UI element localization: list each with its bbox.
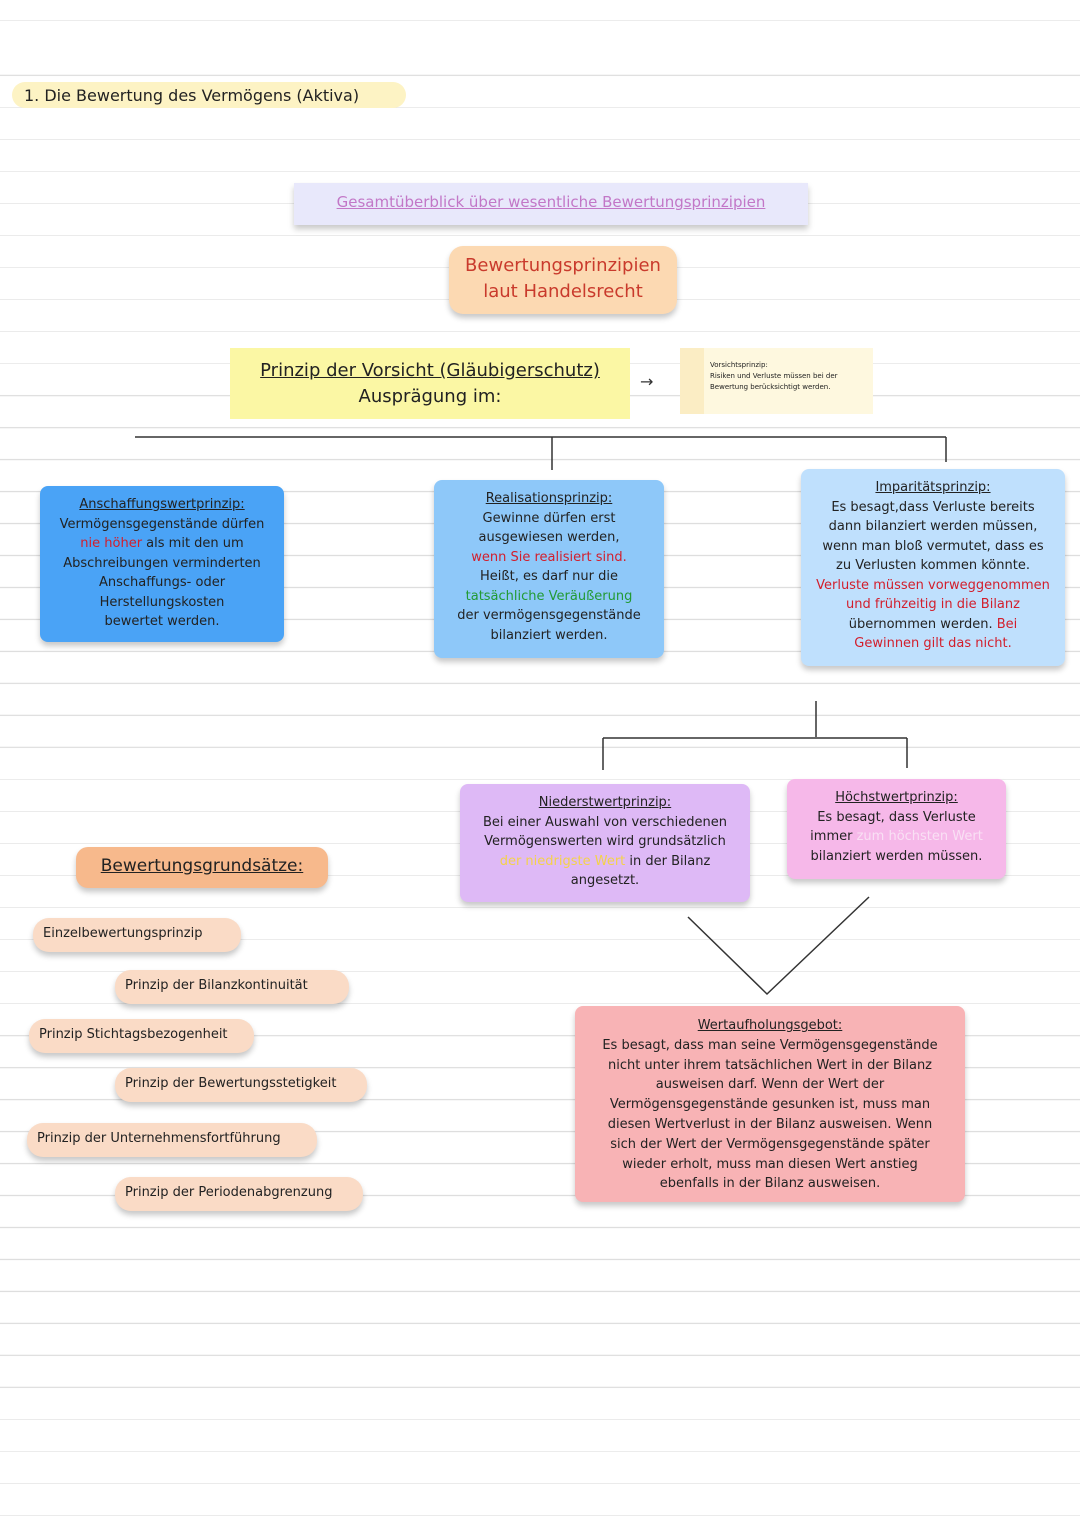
grundsatz-item: Einzelbewertungsprinzip <box>33 918 241 952</box>
imparitaet-line: wenn man bloß vermutet, dass es <box>822 538 1044 554</box>
anschaffung-line: nie höher als mit den um <box>40 534 284 554</box>
imparitaet-node: Imparitätsprinzip: Es besagt,dass Verlus… <box>801 469 1065 666</box>
realisation-line: ausgewiesen werden, <box>478 530 620 545</box>
imparitaet-highlight: Gewinnen gilt das nicht. <box>854 636 1012 651</box>
anschaffung-highlight: nie höher <box>80 536 143 551</box>
realisation-highlight: wenn Sie realisiert sind. <box>471 549 627 565</box>
hoechst-node: Höchstwertprinzip: Es besagt, dass Verlu… <box>787 779 1006 879</box>
merge-to-wertaufholung <box>687 896 870 996</box>
realisation-line: Heißt, es darf nur die <box>480 569 618 584</box>
niederst-line: angesetzt. <box>570 873 640 888</box>
niederst-line: Vermögenswerten wird grundsätzlich <box>484 834 726 849</box>
grundsatz-item: Prinzip der Bilanzkontinuität <box>115 970 349 1004</box>
anschaffung-text: als mit den um <box>142 536 244 551</box>
realisation-line: der vermögensgegenstände <box>457 608 641 623</box>
imparitaet-line: zu Verlusten kommen könnte. <box>836 558 1030 573</box>
note-title: Vorsichtsprinzip: <box>710 361 768 369</box>
hoechst-text: immer <box>810 829 857 844</box>
realisation-title: Realisationsprinzip: <box>485 491 613 506</box>
wertaufholung-line: wieder erholt, muss man diesen Wert anst… <box>622 1156 918 1172</box>
section-heading: 1. Die Bewertung des Vermögens (Aktiva) <box>12 82 406 108</box>
anschaffung-title: Anschaffungswertprinzip: <box>79 497 245 512</box>
realisation-highlight-green: tatsächliche Veräußerung <box>465 588 633 604</box>
grundsaetze-title: Bewertungsgrundsätze: <box>76 847 328 888</box>
vorsicht-line-1: Prinzip der Vorsicht (Gläubigerschutz) <box>260 360 600 381</box>
niederst-highlight: der niedrigste Wert <box>499 853 626 869</box>
wertaufholung-line: diesen Wertverlust in der Bilanz ausweis… <box>607 1116 933 1132</box>
imparitaet-line: dann bilanziert werden müssen, <box>828 519 1038 534</box>
wertaufholung-line: ebenfalls in der Bilanz ausweisen. <box>659 1176 881 1192</box>
anschaffung-line: Herstellungskosten <box>99 594 225 610</box>
grundsatz-item: Prinzip der Unternehmensfortführung <box>27 1123 317 1157</box>
arrow-icon: → <box>640 372 654 391</box>
wertaufholung-title: Wertaufholungsgebot: <box>697 1018 843 1033</box>
wertaufholung-line: sich der Wert der Vermögensgegenstände s… <box>610 1136 930 1152</box>
hoechst-highlight: zum höchsten Wert <box>856 829 983 844</box>
anschaffung-line: bewertet werden. <box>104 614 220 629</box>
wertaufholung-line: ausweisen darf. Wenn der Wert der <box>655 1077 885 1093</box>
imparitaet-line: übernommen werden. Bei <box>801 615 1065 635</box>
imparitaet-highlight: und frühzeitig in die Bilanz <box>846 597 1020 612</box>
root-line-1: Bewertungsprinzipien <box>465 255 661 276</box>
realisation-node: Realisationsprinzip: Gewinne dürfen erst… <box>434 480 664 658</box>
imparitaet-text: übernommen werden. <box>848 616 997 632</box>
wertaufholung-line: Es besagt, dass man seine Vermögensgegen… <box>602 1037 938 1053</box>
anschaffung-node: Anschaffungswertprinzip: Vermögensgegens… <box>40 486 284 642</box>
vorsicht-line-2: Ausprägung im: <box>358 386 502 407</box>
note-line-1: Risiken und Verluste müssen bei der <box>710 372 838 380</box>
vorsicht-note: Vorsichtsprinzip: Risiken und Verluste m… <box>680 348 873 414</box>
hoechst-line: immer zum höchsten Wert <box>787 827 1006 847</box>
root-line-2: laut Handelsrecht <box>483 281 643 302</box>
realisation-line: Gewinne dürfen erst <box>482 510 616 526</box>
imparitaet-title: Imparitätsprinzip: <box>875 480 991 495</box>
wertaufholung-line: Vermögensgegenstände gesunken ist, muss … <box>609 1097 931 1113</box>
anschaffung-line: Abschreibungen verminderten <box>63 555 261 571</box>
note-line-2: Bewertung berücksichtigt werden. <box>710 383 831 391</box>
hoechst-line: Es besagt, dass Verluste <box>817 809 976 825</box>
anschaffung-line: Anschaffungs- oder <box>98 575 226 590</box>
wertaufholung-node: Wertaufholungsgebot: Es besagt, dass man… <box>575 1006 965 1202</box>
niederst-line: der niedrigste Wert in der Bilanz <box>460 852 750 872</box>
imparitaet-highlight: Bei <box>996 616 1018 632</box>
imparitaet-highlight: Verluste müssen vorweggenommen <box>816 577 1050 593</box>
vorsicht-node: Prinzip der Vorsicht (Gläubigerschutz) A… <box>230 348 630 419</box>
overview-title: Gesamtüberblick über wesentliche Bewertu… <box>294 183 808 225</box>
niederst-title: Niederstwertprinzip: <box>538 795 672 810</box>
realisation-line: bilanziert werden. <box>490 627 608 643</box>
niederst-line: Bei einer Auswahl von verschiedenen <box>482 814 728 830</box>
hoechst-line: bilanziert werden müssen. <box>810 848 983 864</box>
grundsatz-item: Prinzip der Bewertungsstetigkeit <box>115 1068 367 1102</box>
imparitaet-line: Es besagt,dass Verluste bereits <box>831 499 1035 515</box>
note-strip <box>680 348 704 414</box>
wertaufholung-line: nicht unter ihrem tatsächlichen Wert in … <box>607 1057 933 1073</box>
grundsatz-item: Prinzip Stichtagsbezogenheit <box>29 1019 254 1053</box>
niederst-text: in der Bilanz <box>625 853 711 869</box>
anschaffung-line: Vermögensgegenstände dürfen <box>59 516 265 532</box>
niederst-node: Niederstwertprinzip: Bei einer Auswahl v… <box>460 784 750 902</box>
root-node: Bewertungsprinzipien laut Handelsrecht <box>449 246 677 314</box>
grundsatz-item: Prinzip der Periodenabgrenzung <box>115 1177 363 1211</box>
hoechst-title: Höchstwertprinzip: <box>835 790 958 805</box>
